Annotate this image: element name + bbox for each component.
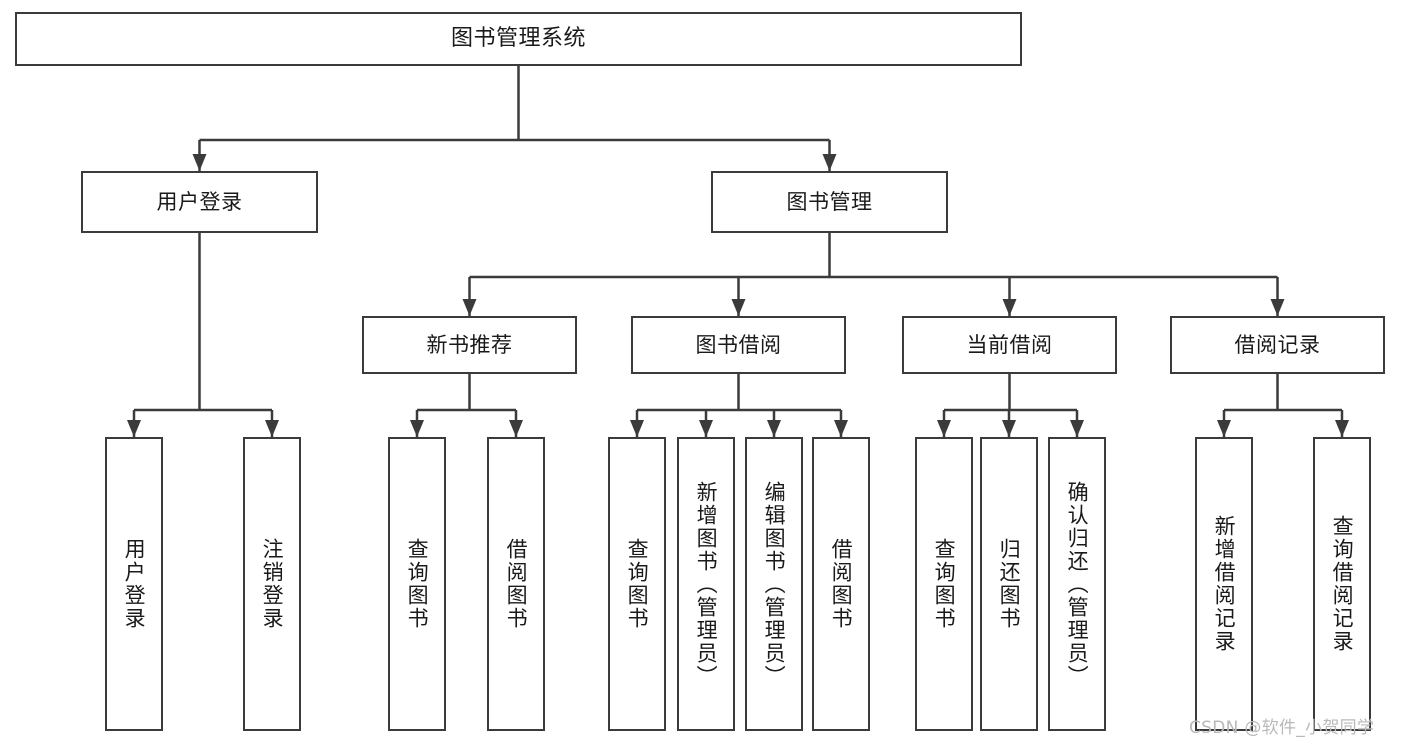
- leaf-query-book-current-label: 查询图书: [932, 538, 957, 630]
- node-root-label: 图书管理系统: [450, 26, 586, 52]
- watermark: CSDN @软件_小贺同学: [1189, 718, 1375, 738]
- leaf-user-login-label: 用户登录: [122, 538, 147, 630]
- node-user-login-label: 用户登录: [156, 189, 243, 214]
- leaf-borrow-book-recommend[interactable]: 借阅图书: [487, 437, 545, 731]
- leaf-query-book-borrow[interactable]: 查询图书: [608, 437, 666, 731]
- leaf-return-book-label: 归还图书: [997, 538, 1022, 630]
- leaf-user-logout[interactable]: 注销登录: [243, 437, 301, 731]
- node-current-borrow[interactable]: 当前借阅: [902, 316, 1117, 374]
- leaf-add-book-label: 新增图书（管理员）: [694, 480, 719, 688]
- leaf-add-book[interactable]: 新增图书（管理员）: [677, 437, 735, 731]
- leaf-query-book-current[interactable]: 查询图书: [915, 437, 973, 731]
- leaf-query-book-recommend[interactable]: 查询图书: [388, 437, 446, 731]
- leaf-add-borrow-record[interactable]: 新增借阅记录: [1195, 437, 1253, 731]
- node-book-manage[interactable]: 图书管理: [711, 171, 948, 233]
- node-new-book-recommend-label: 新书推荐: [426, 332, 513, 357]
- node-user-login[interactable]: 用户登录: [81, 171, 318, 233]
- leaf-query-borrow-record[interactable]: 查询借阅记录: [1313, 437, 1371, 731]
- leaf-borrow-book-label: 借阅图书: [829, 538, 854, 630]
- leaf-user-logout-label: 注销登录: [260, 538, 285, 630]
- node-borrow-record[interactable]: 借阅记录: [1170, 316, 1385, 374]
- leaf-confirm-return[interactable]: 确认归还（管理员）: [1048, 437, 1106, 731]
- leaf-user-login[interactable]: 用户登录: [105, 437, 163, 731]
- node-current-borrow-label: 当前借阅: [966, 332, 1053, 357]
- leaf-confirm-return-label: 确认归还（管理员）: [1065, 480, 1090, 688]
- leaf-query-borrow-record-label: 查询借阅记录: [1330, 515, 1355, 653]
- leaf-add-borrow-record-label: 新增借阅记录: [1212, 515, 1237, 653]
- leaf-edit-book[interactable]: 编辑图书（管理员）: [745, 437, 803, 731]
- node-root[interactable]: 图书管理系统: [15, 12, 1022, 66]
- node-book-borrow-label: 图书借阅: [695, 332, 782, 357]
- node-book-borrow[interactable]: 图书借阅: [631, 316, 846, 374]
- leaf-query-book-recommend-label: 查询图书: [405, 538, 430, 630]
- node-new-book-recommend[interactable]: 新书推荐: [362, 316, 577, 374]
- leaf-borrow-book-recommend-label: 借阅图书: [504, 538, 529, 630]
- node-book-manage-label: 图书管理: [786, 189, 873, 214]
- leaf-borrow-book[interactable]: 借阅图书: [812, 437, 870, 731]
- leaf-edit-book-label: 编辑图书（管理员）: [762, 480, 787, 688]
- leaf-query-book-borrow-label: 查询图书: [625, 538, 650, 630]
- leaf-return-book[interactable]: 归还图书: [980, 437, 1038, 731]
- node-borrow-record-label: 借阅记录: [1234, 332, 1321, 357]
